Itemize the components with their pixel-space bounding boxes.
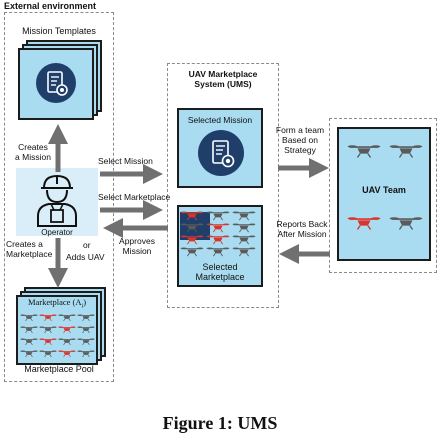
drone-icon xyxy=(206,208,230,221)
drone-icon xyxy=(180,244,204,257)
drone-icon xyxy=(206,232,230,245)
uav-team-region xyxy=(329,118,437,273)
select-mission-label: Select Mission xyxy=(98,156,153,166)
drone-icon xyxy=(58,333,76,346)
operator-icon xyxy=(34,172,80,228)
select-marketplace-label: Select Marketplace xyxy=(98,192,171,202)
ums-title: UAV Marketplace System (UMS) xyxy=(188,69,258,89)
drone-icon xyxy=(180,208,204,221)
marketplace-pool-drone-grid xyxy=(20,309,96,361)
ums-region xyxy=(167,63,279,308)
creates-marketplace-label: Creates a Marketplace xyxy=(6,239,53,259)
or-label: or xyxy=(83,240,91,250)
uav-drone-icon xyxy=(389,215,423,231)
reports-back-label: Reports Back After Mission xyxy=(276,219,328,239)
external-environment-region xyxy=(4,12,114,382)
marketplace-card-title: Marketplace (Ai) xyxy=(27,297,87,310)
drone-icon xyxy=(232,244,256,257)
uav-team-title: UAV Team xyxy=(362,185,406,195)
drone-icon xyxy=(58,321,76,334)
drone-icon xyxy=(20,309,38,322)
selected-mission-icon xyxy=(198,130,244,176)
drone-icon xyxy=(206,220,230,233)
figure-caption: Figure 1: UMS xyxy=(162,413,278,433)
uav-drone-icon xyxy=(347,143,381,159)
drone-icon xyxy=(20,345,38,358)
drone-icon xyxy=(77,321,95,334)
approves-mission-label: Approves Mission xyxy=(119,236,155,256)
creates-mission-label: Creates a Mission xyxy=(15,142,51,162)
drone-icon xyxy=(39,309,57,322)
selected-marketplace-label: Selected Marketplace xyxy=(195,262,245,282)
uav-team-card xyxy=(337,127,431,261)
selected-marketplace-drone-grid xyxy=(180,208,260,258)
external-environment-title: External environment xyxy=(4,1,97,11)
drone-icon xyxy=(180,232,204,245)
drone-icon xyxy=(58,309,76,322)
drone-icon xyxy=(39,333,57,346)
drone-icon xyxy=(39,345,57,358)
drone-icon xyxy=(20,333,38,346)
drone-icon xyxy=(77,345,95,358)
drone-icon xyxy=(58,345,76,358)
drone-icon xyxy=(232,220,256,233)
selected-mission-label: Selected Mission xyxy=(187,115,253,125)
drone-icon xyxy=(77,309,95,322)
adds-uav-label: Adds UAV xyxy=(66,252,105,262)
drone-icon xyxy=(206,244,230,257)
form-team-label: Form a team Based on Strategy xyxy=(275,125,325,155)
uav-team-drones xyxy=(337,127,431,261)
uav-drone-icon xyxy=(389,143,423,159)
operator-label: Operator xyxy=(41,228,73,237)
uav-drone-icon xyxy=(347,215,381,231)
drone-icon xyxy=(232,232,256,245)
drone-icon xyxy=(232,208,256,221)
drone-icon xyxy=(20,321,38,334)
selected-marketplace-card xyxy=(177,205,263,287)
drone-icon xyxy=(39,321,57,334)
drone-icon xyxy=(77,333,95,346)
drone-icon xyxy=(180,220,204,233)
mission-templates-label: Mission Templates xyxy=(22,26,96,36)
marketplace-pool-label: Marketplace Pool xyxy=(24,364,94,374)
mission-template-icon xyxy=(36,63,76,103)
